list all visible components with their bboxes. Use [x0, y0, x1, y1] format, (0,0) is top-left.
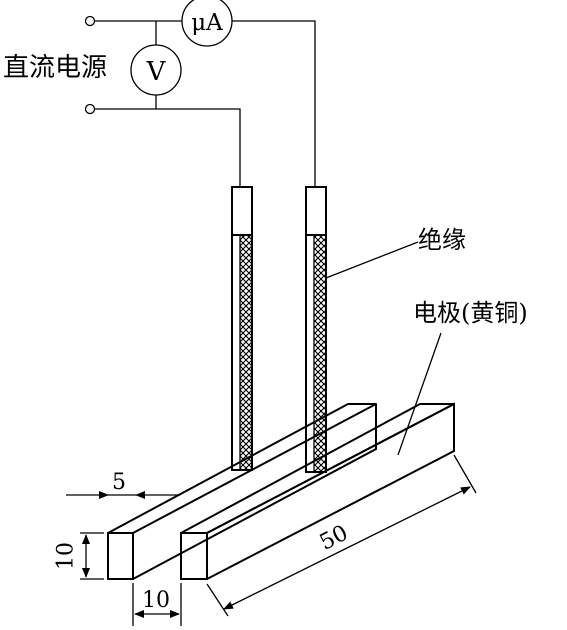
dimension-gap-label: 5: [112, 470, 126, 495]
rod-left: [231, 186, 253, 471]
rod-left-bare-tip: [231, 186, 253, 236]
rod-right-insulation: [314, 236, 326, 471]
electrode-right: [180, 402, 455, 580]
voltmeter-label: V: [146, 57, 167, 87]
rod-right: [305, 186, 327, 473]
insulation-label: 绝缘: [418, 226, 466, 254]
dimension-height: 10: [54, 532, 104, 580]
dimension-height-label: 10: [54, 542, 79, 570]
ammeter: μA: [181, 0, 233, 47]
voltmeter-circle-icon: [130, 44, 182, 96]
circuit-wiring: [84, 15, 316, 186]
terminal-bottom-icon: [84, 103, 96, 115]
insulation-leader: [325, 241, 419, 279]
wire-bottom: [95, 108, 241, 186]
dimension-length-label: 50: [316, 521, 352, 556]
terminal-top-icon: [84, 15, 96, 27]
dimension-length: 50: [206, 454, 477, 617]
ammeter-circle-icon: [181, 0, 233, 47]
dimension-width-label: 10: [142, 588, 170, 613]
dimension-gap: 5: [66, 470, 180, 499]
rod-right-bare-tip: [305, 186, 327, 236]
voltmeter: V: [130, 44, 182, 96]
electrode-leader: [397, 332, 442, 456]
rod-left-insulation: [240, 236, 252, 469]
ammeter-label: μA: [191, 10, 223, 36]
electrode-label: 电极(黄铜): [413, 299, 528, 327]
wire-ammeter-right: [232, 20, 316, 186]
dimension-width: 10: [132, 583, 182, 626]
power-supply-label: 直流电源: [3, 53, 107, 83]
electrode-left: [107, 403, 377, 580]
